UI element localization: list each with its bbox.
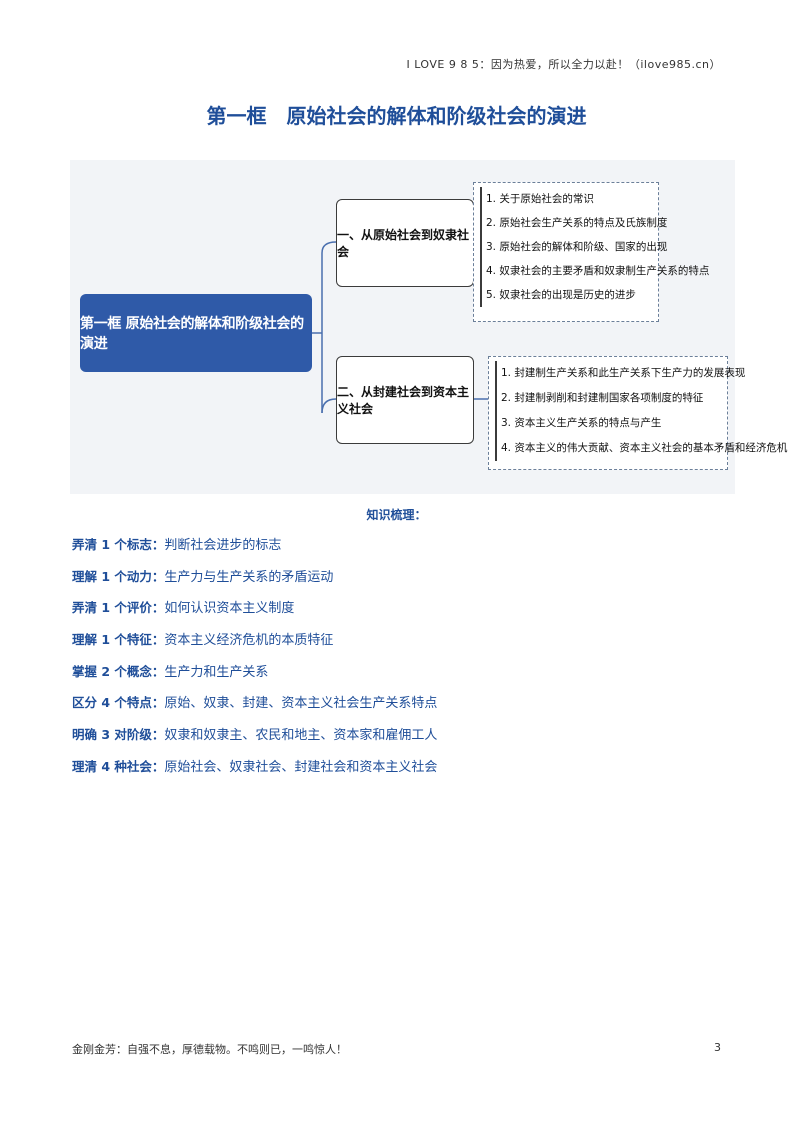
knowledge-point: 区分 4 个特点：原始、奴隶、封建、资本主义社会生产关系特点 (72, 693, 722, 725)
knowledge-point: 明确 3 对阶级：奴隶和奴隶主、农民和地主、资本家和雇佣工人 (72, 725, 722, 757)
branch-node-1: 一、从原始社会到奴隶社会 (336, 199, 474, 287)
page-number: 3 (714, 1041, 721, 1054)
leaf-item: 1. 封建制生产关系和此生产关系下生产力的发展表现 (495, 361, 745, 386)
leaf-item: 1. 关于原始社会的常识 (480, 187, 652, 211)
knowledge-point: 理解 1 个特征：资本主义经济危机的本质特征 (72, 630, 722, 662)
leaf-item: 4. 资本主义的伟大贡献、资本主义社会的基本矛盾和经济危机 (495, 436, 787, 461)
point-text: 如何认识资本主义制度 (164, 601, 295, 617)
point-label: 区分 4 个特点： (72, 695, 165, 711)
point-text: 奴隶和奴隶主、农民和地主、资本家和雇佣工人 (164, 728, 438, 744)
connector-branch-1 (321, 241, 337, 254)
point-text: 原始、奴隶、封建、资本主义社会生产关系特点 (164, 696, 438, 712)
knowledge-point: 理清 4 种社会：原始社会、奴隶社会、封建社会和资本主义社会 (72, 757, 722, 789)
mind-map: 第一框 原始社会的解体和阶级社会的演进 一、从原始社会到奴隶社会 二、从封建社会… (70, 160, 787, 494)
site-header: I LOVE 9 8 5：因为热爱，所以全力以赴！（ilove985.cn） (406, 58, 721, 71)
page-title: 第一框 原始社会的解体和阶级社会的演进 (206, 104, 587, 128)
point-text: 生产力和生产关系 (164, 664, 269, 680)
point-label: 理清 4 种社会： (72, 758, 165, 774)
point-label: 明确 3 对阶级： (72, 727, 165, 743)
leaf-list-2: 1. 封建制生产关系和此生产关系下生产力的发展表现 2. 封建制剥削和封建制国家… (488, 356, 787, 470)
mind-map-root: 第一框 原始社会的解体和阶级社会的演进 (80, 294, 312, 372)
point-text: 生产力与生产关系的矛盾运动 (164, 569, 334, 585)
leaf-item: 2. 原始社会生产关系的特点及氏族制度 (480, 211, 667, 235)
leaf-item: 3. 资本主义生产关系的特点与产生 (495, 411, 721, 436)
point-text: 判断社会进步的标志 (164, 538, 282, 553)
point-label: 弄清 1 个标志： (72, 537, 165, 552)
leaf-item: 4. 奴隶社会的主要矛盾和奴隶制生产关系的特点 (480, 259, 709, 283)
mind-map-connectors (312, 241, 488, 414)
leaf-item: 3. 原始社会的解体和阶级、国家的出现 (480, 235, 667, 259)
point-label: 弄清 1 个评价： (72, 600, 165, 616)
connector-branch-2 (321, 398, 337, 414)
section-subtitle: 知识梳理： (366, 508, 427, 522)
leaf-list-1: 1. 关于原始社会的常识 2. 原始社会生产关系的特点及氏族制度 3. 原始社会… (473, 182, 709, 322)
point-label: 理解 1 个动力： (72, 568, 165, 584)
point-text: 原始社会、奴隶社会、封建社会和资本主义社会 (164, 759, 438, 775)
knowledge-point: 掌握 2 个概念：生产力和生产关系 (72, 662, 722, 694)
footer-motto: 金刚金芳：自强不息，厚德载物。不鸣则已，一鸣惊人！ (72, 1043, 347, 1056)
branch-node-2: 二、从封建社会到资本主义社会 (336, 356, 474, 444)
point-text: 资本主义经济危机的本质特征 (164, 633, 334, 649)
knowledge-point: 弄清 1 个评价：如何认识资本主义制度 (72, 598, 722, 630)
knowledge-point: 弄清 1 个标志：判断社会进步的标志 (72, 535, 722, 567)
leaf-item: 5. 奴隶社会的出现是历史的进步 (480, 283, 652, 307)
knowledge-point: 理解 1 个动力：生产力与生产关系的矛盾运动 (72, 567, 722, 599)
point-label: 理解 1 个特征： (72, 632, 165, 648)
leaf-item: 2. 封建制剥削和封建制国家各项制度的特征 (495, 386, 721, 411)
knowledge-points: 弄清 1 个标志：判断社会进步的标志 理解 1 个动力：生产力与生产关系的矛盾运… (72, 535, 722, 789)
point-label: 掌握 2 个概念： (72, 663, 165, 679)
